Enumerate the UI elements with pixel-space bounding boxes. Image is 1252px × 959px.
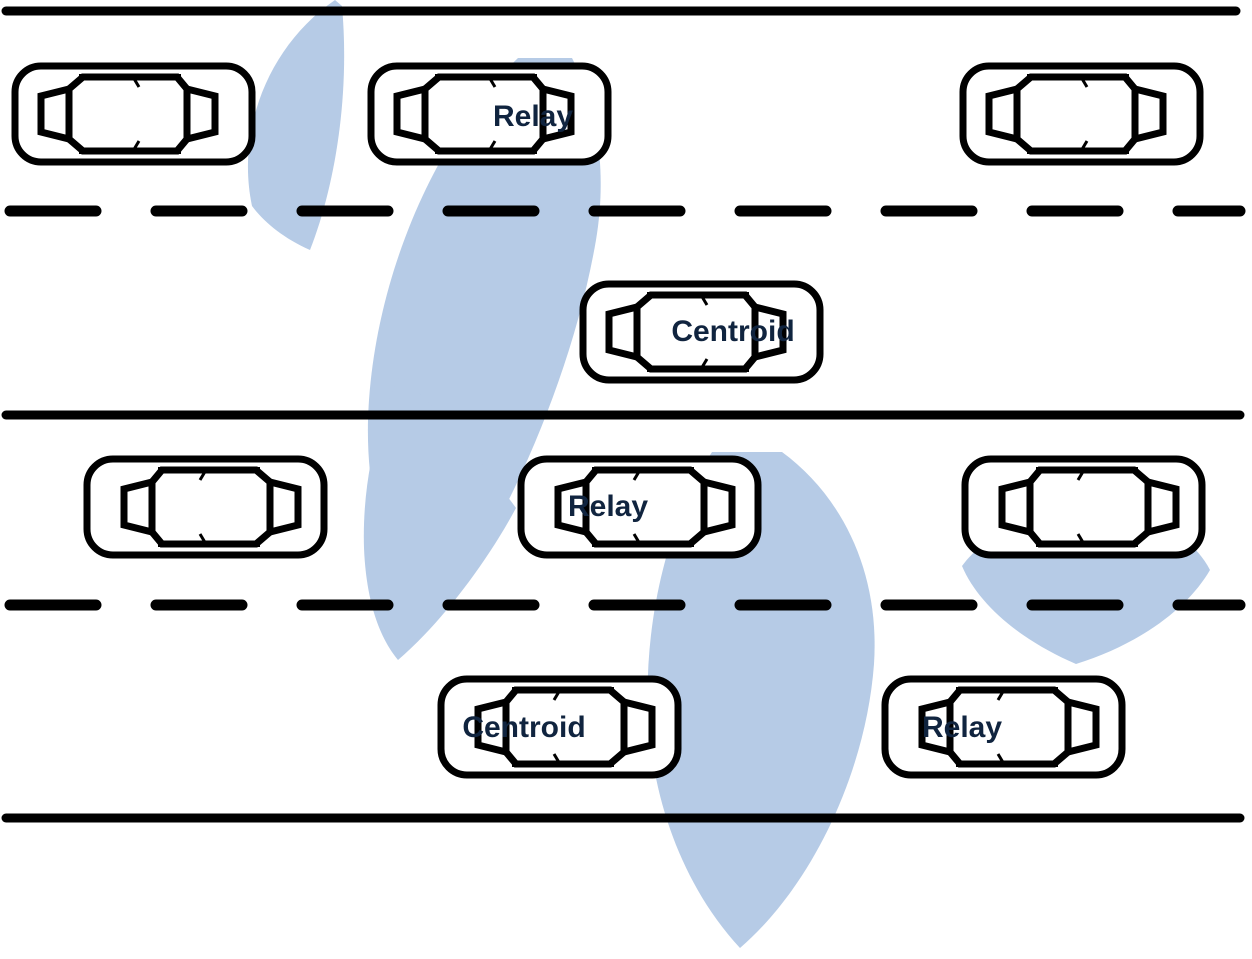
car-icon bbox=[965, 459, 1202, 555]
vehicle-label-relay-lane4: Relay bbox=[922, 711, 1002, 744]
vehicle-label-centroid-lane4: Centroid bbox=[462, 711, 585, 744]
beam-sector-4 bbox=[647, 452, 875, 948]
car-icon bbox=[87, 459, 324, 555]
beam-sector-3 bbox=[363, 376, 516, 660]
vehicle-label-centroid-lane2: Centroid bbox=[671, 315, 794, 348]
vehicle-v9-relay: Relay bbox=[885, 679, 1122, 775]
vehicle-v6-relay: Relay bbox=[521, 459, 758, 555]
vehicle-v1 bbox=[15, 66, 252, 162]
beam-sector-1 bbox=[247, 0, 345, 250]
vehicle-v7 bbox=[965, 459, 1202, 555]
vehicle-v5 bbox=[87, 459, 324, 555]
car-icon bbox=[15, 66, 252, 162]
vehicle-v3 bbox=[963, 66, 1200, 162]
vehicle-v8-centroid: Centroid bbox=[441, 679, 678, 775]
car-icon bbox=[963, 66, 1200, 162]
vehicle-label-relay-lane1: Relay bbox=[493, 100, 573, 133]
vehicle-v4-centroid: Centroid bbox=[583, 284, 820, 380]
vehicle-v2-relay: Relay bbox=[371, 66, 608, 162]
car-icon bbox=[885, 679, 1122, 775]
vehicle-label-relay-lane3: Relay bbox=[568, 490, 648, 523]
